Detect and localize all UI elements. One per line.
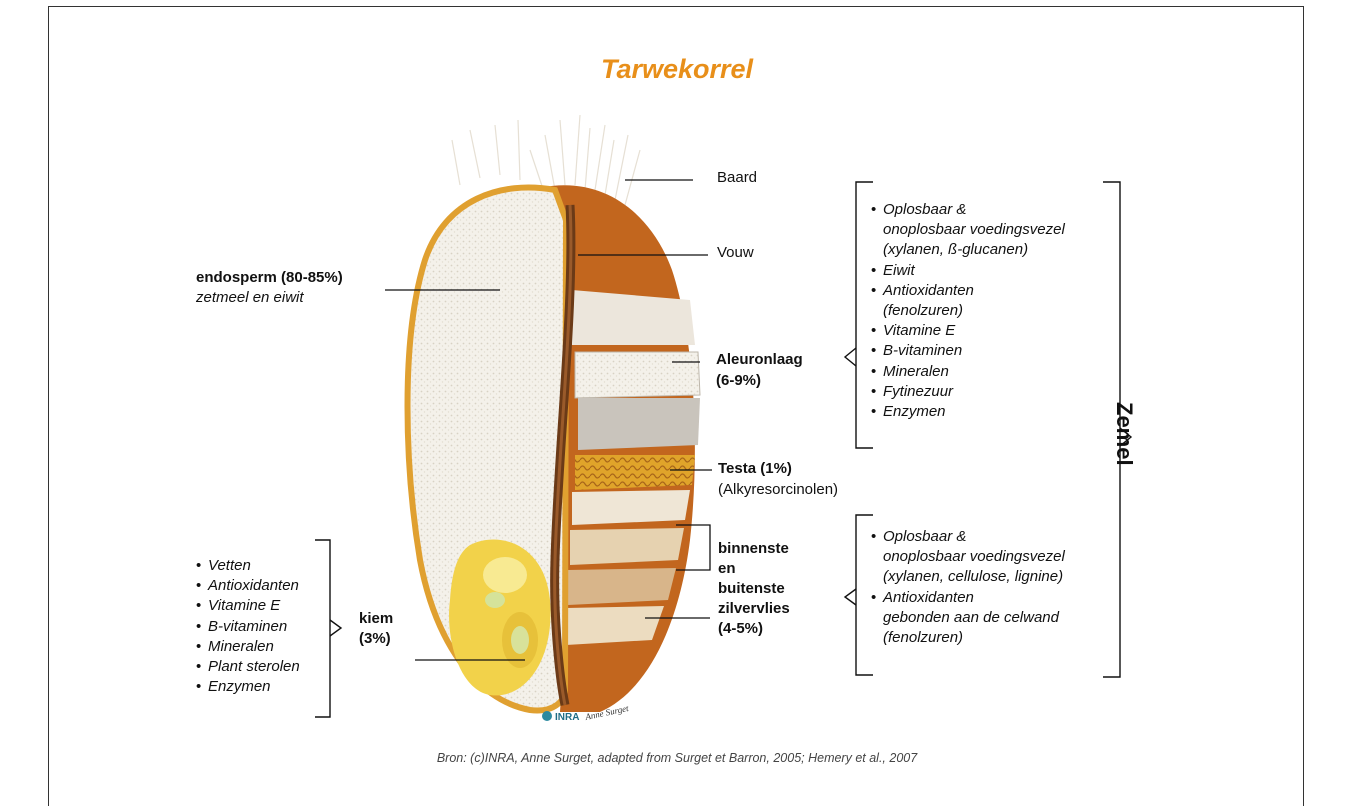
label-zilver-2: en — [718, 559, 736, 579]
zilver-nutrient-list: • Oplosbaar & onoplosbaar voedingsvezel (xy… — [871, 527, 1065, 648]
list-item-text: B-vitaminen — [208, 618, 287, 635]
list-item-text: gebonden aan de celwand — [883, 609, 1059, 626]
bullet-dot: • — [196, 677, 201, 697]
bullet-dot: • — [871, 341, 876, 361]
list-item: • Fytinezuur — [871, 382, 1065, 402]
list-item: • Mineralen — [871, 362, 1065, 382]
list-item-text: (fenolzuren) — [883, 302, 963, 319]
list-item-text: Vitamine E — [883, 322, 955, 339]
label-testa-1: Testa (1%) — [718, 459, 792, 479]
list-item-text: (xylanen, cellulose, lignine) — [883, 568, 1063, 585]
bullet-dot: • — [871, 527, 876, 547]
bracket-kiem-arrow — [330, 620, 341, 636]
list-item-text: Antioxidanten — [208, 577, 299, 594]
germ-nutrient-list: • Vetten • Antioxidanten • Vitamine E • B-vitam… — [196, 556, 300, 697]
list-item: • Oplosbaar & — [871, 527, 1065, 547]
list-item: • Oplosbaar & — [871, 200, 1065, 220]
list-item-text: Fytinezuur — [883, 383, 953, 400]
label-kiem-2: (3%) — [359, 629, 391, 649]
label-aleuron-1: Aleuronlaag — [716, 350, 803, 370]
label-aleuron-2: (6-9%) — [716, 371, 761, 391]
bullet-dot: • — [871, 402, 876, 422]
bullet-dot: • — [196, 657, 201, 677]
list-item: onoplosbaar voedingsvezel — [871, 547, 1065, 567]
label-testa-2: (Alkyresorcinolen) — [718, 480, 838, 500]
list-item-text: Antioxidanten — [883, 282, 974, 299]
aleuron-nutrient-list: • Oplosbaar & onoplosbaar voedingsvezel (xy… — [871, 200, 1065, 422]
list-item: (xylanen, ß-glucanen) — [871, 240, 1065, 260]
list-item: onoplosbaar voedingsvezel — [871, 220, 1065, 240]
list-item-text: B-vitaminen — [883, 342, 962, 359]
bracket-kiem — [315, 540, 330, 717]
label-vouw: Vouw — [717, 243, 754, 263]
label-zilver-4: zilvervlies — [718, 599, 790, 619]
label-zilver-1: binnenste — [718, 539, 789, 559]
list-item-text: Eiwit — [883, 262, 915, 279]
bullet-dot: • — [871, 321, 876, 341]
bullet-dot: • — [871, 382, 876, 402]
list-item-text: Mineralen — [208, 638, 274, 655]
list-item: • Vitamine E — [196, 596, 300, 616]
label-kiem-1: kiem — [359, 609, 393, 629]
list-item-text: Enzymen — [208, 678, 271, 695]
label-endosperm: endosperm (80-85%) — [196, 268, 343, 288]
source-caption: Bron: (c)INRA, Anne Surget, adapted from… — [0, 751, 1354, 765]
list-item: • Antioxidanten — [871, 588, 1065, 608]
label-baard: Baard — [717, 168, 757, 188]
inra-logo: INRA — [542, 711, 579, 723]
list-item: (xylanen, cellulose, lignine) — [871, 567, 1065, 587]
bullet-dot: • — [196, 637, 201, 657]
label-zilver-5: (4-5%) — [718, 619, 763, 639]
list-item: • Plant sterolen — [196, 657, 300, 677]
list-item: • Antioxidanten — [196, 576, 300, 596]
list-item: • Eiwit — [871, 261, 1065, 281]
list-item: • Antioxidanten — [871, 281, 1065, 301]
list-item-text: (xylanen, ß-glucanen) — [883, 241, 1028, 258]
bullet-dot: • — [871, 281, 876, 301]
list-item-text: Mineralen — [883, 363, 949, 380]
bullet-dot: • — [196, 596, 201, 616]
bracket-zilver-arrow — [845, 589, 856, 605]
bracket-aleuron-arrow — [845, 348, 856, 366]
diagram-title: Tarwekorrel — [0, 54, 1354, 85]
label-zilver-3: buitenste — [718, 579, 785, 599]
list-item-text: (fenolzuren) — [883, 629, 963, 646]
list-item: • B-vitaminen — [871, 341, 1065, 361]
list-item-text: Plant sterolen — [208, 658, 300, 675]
bullet-dot: • — [196, 576, 201, 596]
label-zemel: Zemel — [1111, 402, 1137, 466]
list-item-text: Antioxidanten — [883, 589, 974, 606]
list-item: • Mineralen — [196, 637, 300, 657]
label-endosperm-sub: zetmeel en eiwit — [196, 288, 304, 308]
bullet-dot: • — [196, 617, 201, 637]
list-item: gebonden aan de celwand — [871, 608, 1065, 628]
bullet-dot: • — [871, 200, 876, 220]
bullet-dot: • — [871, 362, 876, 382]
list-item: (fenolzuren) — [871, 628, 1065, 648]
list-item-text: onoplosbaar voedingsvezel — [883, 548, 1065, 565]
bullet-dot: • — [196, 556, 201, 576]
list-item-text: Oplosbaar & — [883, 528, 966, 545]
list-item: • Enzymen — [196, 677, 300, 697]
list-item: (fenolzuren) — [871, 301, 1065, 321]
list-item-text: Oplosbaar & — [883, 201, 966, 218]
bullet-dot: • — [871, 261, 876, 281]
list-item-text: onoplosbaar voedingsvezel — [883, 221, 1065, 238]
list-item-text: Enzymen — [883, 403, 946, 420]
list-item: • Vitamine E — [871, 321, 1065, 341]
list-item-text: Vitamine E — [208, 597, 280, 614]
bullet-dot: • — [871, 588, 876, 608]
list-item: • Vetten — [196, 556, 300, 576]
list-item: • Enzymen — [871, 402, 1065, 422]
svg-text:INRA: INRA — [555, 712, 579, 723]
list-item-text: Vetten — [208, 557, 251, 574]
list-item: • B-vitaminen — [196, 617, 300, 637]
